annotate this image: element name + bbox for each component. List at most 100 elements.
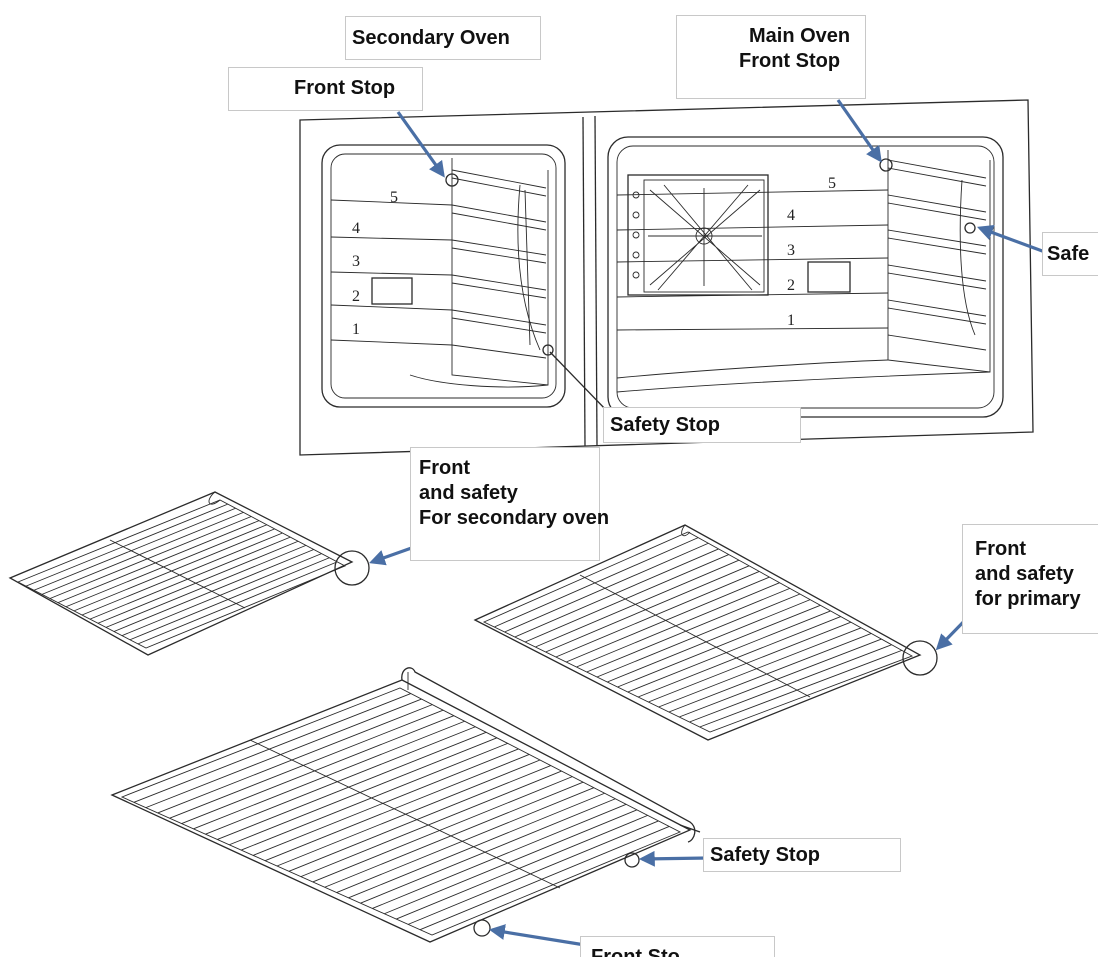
rack-wire: [555, 571, 760, 658]
rack-wire: [360, 798, 616, 904]
label-front-stop-bottom: Front Sto: [580, 936, 775, 957]
label-front-stop-secondary-text: Front Stop: [294, 77, 396, 99]
rack-wire: [504, 542, 709, 633]
label-secondary-oven: Secondary Oven: [345, 16, 541, 60]
label-safety-main-text: Safe: [1047, 243, 1090, 265]
arrow-front-stop-secondary: [396, 111, 445, 178]
main-oven-cavity: [607, 136, 1004, 418]
rack-wire: [49, 516, 252, 599]
rack-wire: [33, 507, 236, 591]
leader-safety-stop: [549, 351, 609, 413]
rack-wire: [276, 759, 541, 867]
label-safety-stop-middle-text: Safety Stop: [610, 414, 721, 436]
label-safety-stop-middle: Safety Stop: [603, 407, 801, 443]
rack-wire: [535, 559, 740, 648]
rack-wire: [241, 742, 508, 851]
rack-wire: [348, 792, 605, 899]
large-telescopic-rack: [110, 667, 701, 943]
rack-wire: [617, 604, 821, 688]
label-front-safety-secondary: Front and safety For secondary oven: [410, 447, 610, 561]
label-safety-stop-bottom: Safety Stop: [703, 838, 901, 872]
label-front-safety-secondary-line1: Front: [419, 457, 471, 479]
rack-wire: [41, 511, 244, 595]
rack-wire: [57, 520, 260, 604]
rack-wire: [300, 770, 562, 878]
main-level-2: 2: [787, 277, 795, 294]
rack-wire: [524, 554, 729, 643]
rack-wire: [637, 616, 841, 698]
label-front-stop-bottom-text: Front Sto: [591, 946, 680, 957]
oven-front-panel: [299, 99, 1034, 456]
label-front-safety-secondary-line2: and safety: [419, 482, 518, 504]
rack-wire: [336, 787, 595, 893]
label-safety-stop-bottom-text: Safety Stop: [710, 844, 821, 866]
secondary-level-3: 3: [352, 253, 360, 270]
rack-wire: [596, 593, 801, 678]
rack-wire: [699, 649, 902, 728]
rack-wire: [81, 532, 283, 616]
label-main-oven: Main Oven Front Stop: [676, 15, 866, 99]
label-front-safety-primary-line1: Front: [975, 538, 1027, 560]
secondary-oven-cavity: [321, 144, 566, 408]
label-front-safety-secondary-line3: For secondary oven: [419, 506, 610, 531]
rack-wire: [648, 621, 852, 703]
main-level-3: 3: [787, 242, 795, 259]
label-main-oven-line2: Front Stop: [739, 50, 841, 72]
rack-wire: [576, 582, 780, 668]
rack-wire: [157, 704, 433, 814]
arrow-front-stop-main: [836, 99, 882, 163]
rack-wire: [658, 627, 862, 708]
secondary-oven-rack: [8, 491, 370, 656]
main-level-4: 4: [787, 207, 795, 224]
rack-wire: [312, 776, 573, 883]
rack-wire: [133, 693, 411, 803]
main-level-5: 5: [828, 175, 836, 192]
rack-wire: [205, 726, 476, 835]
arrow-safety-main: [976, 224, 1046, 254]
label-front-safety-primary-line2: and safety: [975, 563, 1074, 585]
rack-wire: [627, 610, 831, 693]
primary-oven-rack: [473, 524, 938, 741]
rack-wire: [384, 809, 638, 915]
rack-wire: [252, 748, 519, 856]
rack-wire: [217, 731, 487, 840]
fan-cover: [627, 174, 769, 296]
main-shelf-numbers: 5 4 3 2 1: [787, 175, 836, 329]
rack-wire: [407, 820, 659, 925]
arrow-front-stop-bottom: [488, 924, 586, 947]
rack-wire: [607, 599, 811, 683]
label-main-oven-line1: Main Oven: [749, 25, 851, 47]
rack-wire: [514, 548, 719, 638]
label-front-safety-primary: Front and safety for primary: [962, 524, 1098, 634]
secondary-level-1: 1: [352, 321, 360, 338]
rack-wire: [668, 633, 872, 713]
secondary-shelf-numbers: 5 4 3 2 1: [352, 189, 398, 338]
secondary-level-2: 2: [352, 288, 360, 305]
rack-wire: [679, 638, 882, 718]
rack-wire: [545, 565, 750, 653]
rack-wire: [288, 765, 551, 872]
rack-wire: [229, 737, 498, 846]
secondary-level-4: 4: [352, 220, 360, 237]
rack-wire: [566, 576, 770, 663]
rack-wire: [89, 536, 291, 620]
rack-wire: [65, 524, 268, 608]
rack-wire: [494, 537, 699, 628]
rack-wire: [129, 557, 330, 641]
label-safety-main: Safe: [1042, 232, 1098, 276]
rack-wire: [689, 644, 892, 723]
main-level-1: 1: [787, 312, 795, 329]
label-front-stop-secondary: Front Stop: [228, 67, 423, 111]
rack-wire: [105, 544, 307, 628]
rack-wire: [121, 553, 322, 637]
label-secondary-oven-text: Secondary Oven: [352, 27, 510, 49]
rack-wire: [113, 549, 314, 632]
rack-wire: [264, 754, 530, 862]
rack-wire: [193, 720, 465, 830]
rack-wire: [137, 561, 338, 645]
rack-wire: [97, 540, 299, 624]
rack-wire: [372, 803, 627, 909]
rack-wire: [396, 814, 648, 920]
label-front-safety-primary-line3: for primary: [975, 588, 1081, 610]
